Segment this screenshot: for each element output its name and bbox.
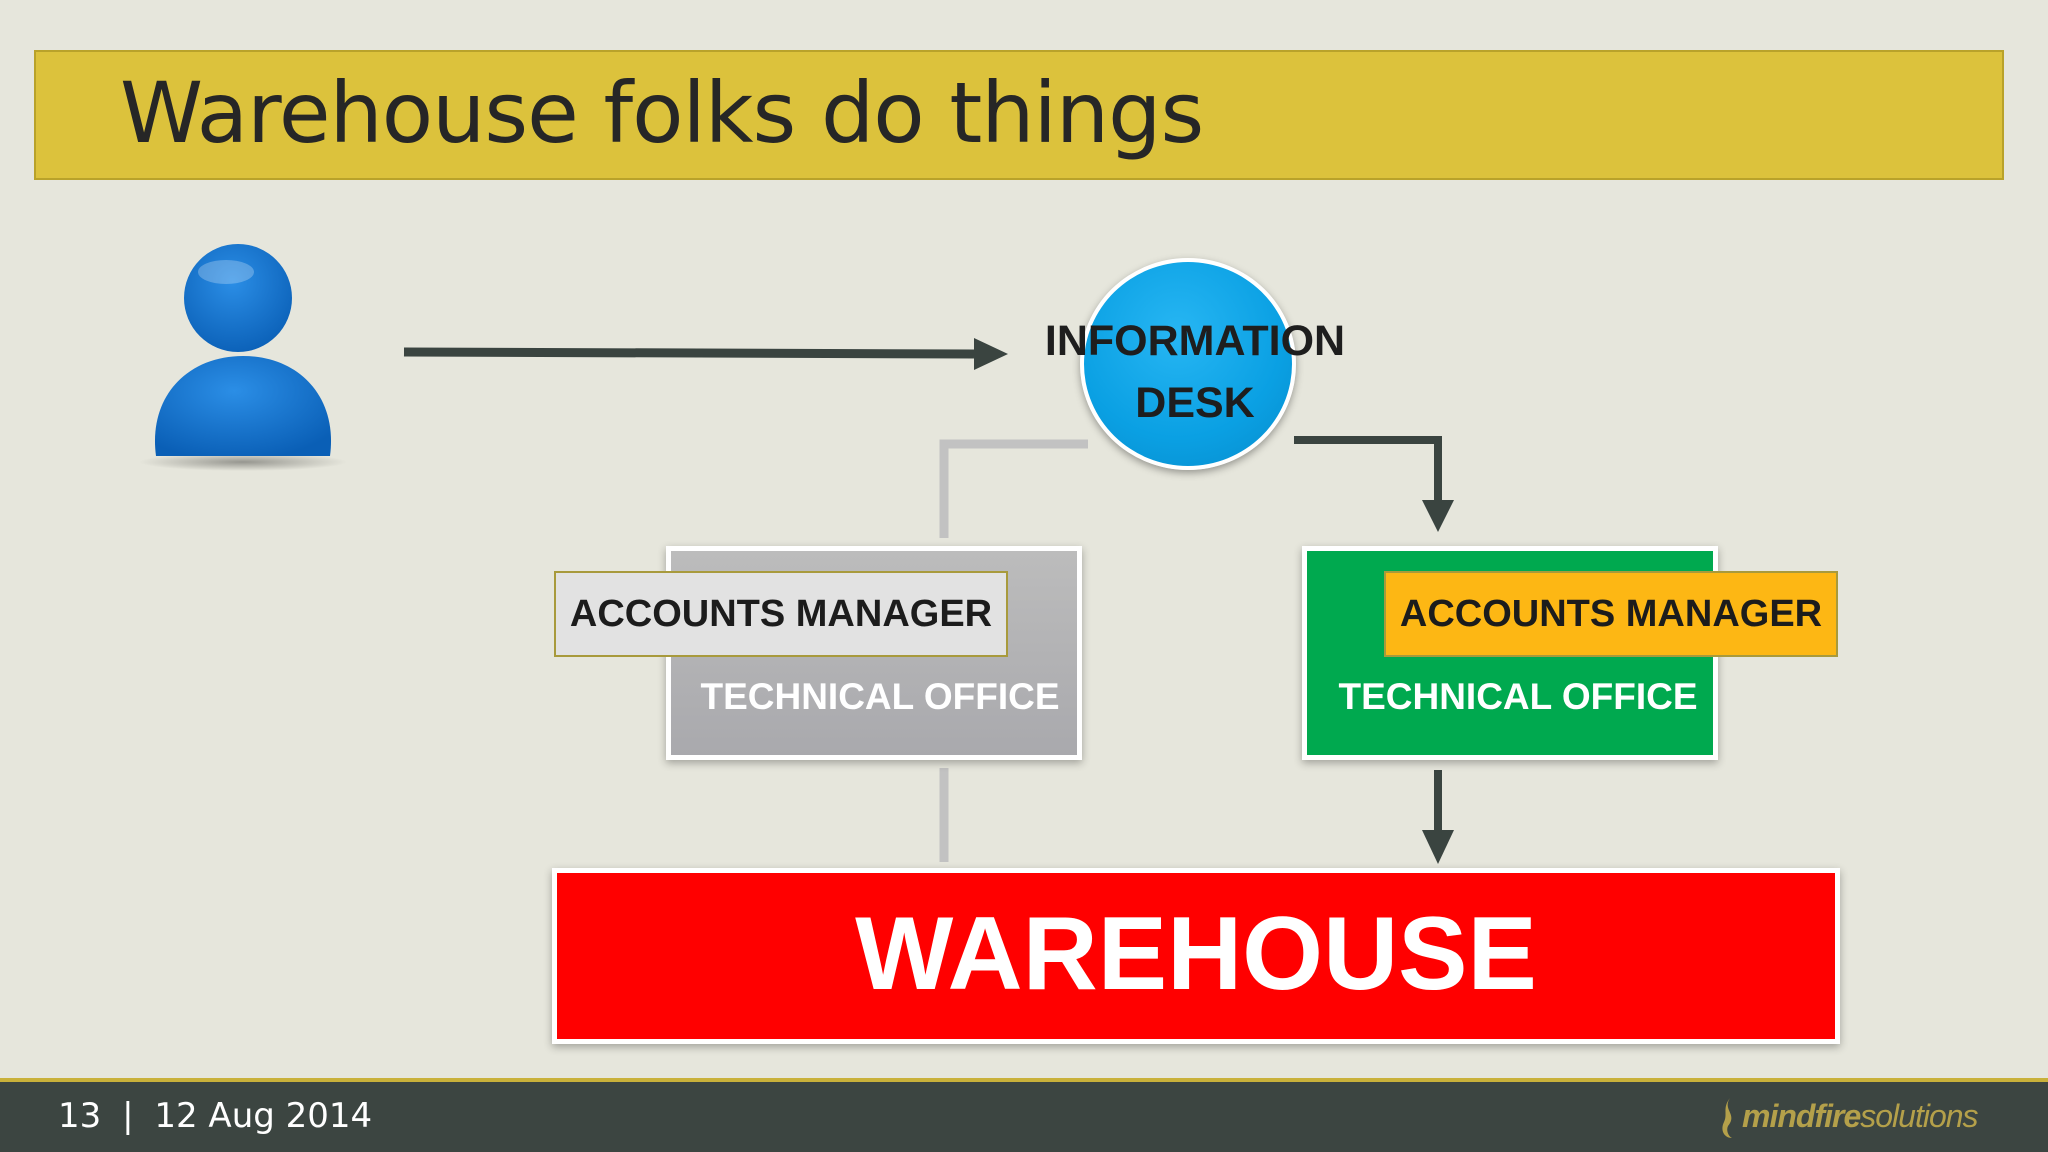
logo-wordmark: mindfiresolutions xyxy=(1742,1098,1979,1134)
accounts-manager-right: ACCOUNTS MANAGER xyxy=(1384,571,1838,657)
footer-bar xyxy=(0,1078,2048,1152)
title-bar xyxy=(34,50,2004,180)
technical-office-left-label: TECHNICAL OFFICE xyxy=(700,676,1060,717)
page-number: 13 xyxy=(58,1096,102,1136)
slide-date: 12 Aug 2014 xyxy=(154,1096,373,1136)
arrow-person-to-desk xyxy=(403,347,975,359)
info-desk-line1: INFORMATION xyxy=(1044,317,1346,365)
gray-connector xyxy=(939,439,1088,538)
arrow-desk-to-right-office xyxy=(1294,436,1442,502)
company-logo: mindfiresolutions xyxy=(1718,1096,1988,1144)
flame-icon xyxy=(1722,1098,1732,1138)
accounts-manager-left: ACCOUNTS MANAGER xyxy=(554,571,1008,657)
info-desk-line2: DESK xyxy=(1135,379,1255,427)
footer-separator: | xyxy=(122,1096,134,1136)
information-desk-label: INFORMATION DESK xyxy=(1020,310,1370,434)
technical-office-right-label: TECHNICAL OFFICE xyxy=(1338,676,1698,717)
slide-title: Warehouse folks do things xyxy=(120,64,1204,162)
information-desk-circle xyxy=(1080,258,1296,470)
user-icon xyxy=(139,244,347,471)
warehouse-box: WAREHOUSE xyxy=(552,868,1840,1044)
footer-info: 13 | 12 Aug 2014 xyxy=(58,1096,372,1136)
